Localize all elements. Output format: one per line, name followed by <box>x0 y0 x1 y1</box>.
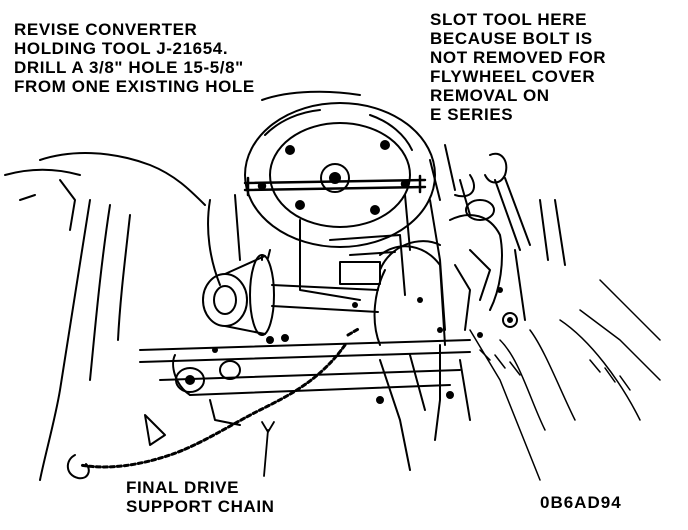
note-line: BECAUSE BOLT IS <box>430 29 593 48</box>
support-chain-callout: FINAL DRIVE SUPPORT CHAIN <box>126 478 275 516</box>
right-side-shading <box>469 279 661 481</box>
bell-housing <box>244 90 436 248</box>
callout-line: FINAL DRIVE <box>126 478 240 497</box>
note-line: REMOVAL ON <box>430 86 550 105</box>
chain-leader-arrow <box>261 421 275 433</box>
note-line: FROM ONE EXISTING HOLE <box>14 77 255 96</box>
detail-bolts <box>212 287 503 353</box>
note-line: DRILL A 3/8" HOLE 15-5/8" <box>14 58 244 77</box>
pulley-assembly <box>202 249 379 344</box>
frame-rail <box>4 152 206 481</box>
callout-leaders <box>261 421 275 477</box>
revise-tool-note: REVISE CONVERTER HOLDING TOOL J-21654. D… <box>14 20 255 96</box>
lower-frame <box>139 339 471 471</box>
note-line: SLOT TOOL HERE <box>430 10 588 29</box>
chain-hook <box>66 414 166 480</box>
note-line: E SERIES <box>430 105 514 124</box>
figure-code: 0B6AD94 <box>540 493 622 512</box>
note-line: REVISE CONVERTER <box>14 20 198 39</box>
note-line: FLYWHEEL COVER <box>430 67 596 86</box>
slot-tool-note: SLOT TOOL HERE BECAUSE BOLT IS NOT REMOV… <box>430 10 606 124</box>
chain-leader-line <box>263 429 269 477</box>
transmission-case <box>207 194 446 346</box>
note-line: HOLDING TOOL J-21654. <box>14 39 229 58</box>
support-chain <box>78 326 362 469</box>
final-drive-housing <box>379 144 566 331</box>
holding-tool-bar <box>243 174 427 197</box>
note-line: NOT REMOVED FOR <box>430 48 607 67</box>
callout-line: SUPPORT CHAIN <box>126 497 275 516</box>
